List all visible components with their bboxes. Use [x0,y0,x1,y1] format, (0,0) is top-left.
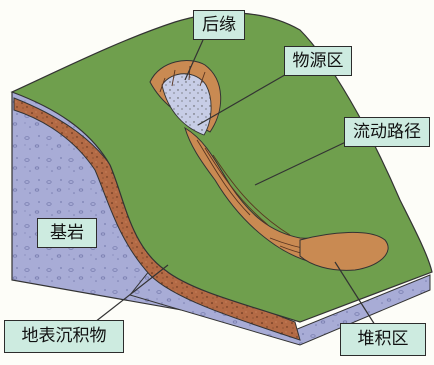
label-surface-sediment: 地表沉积物 [4,320,124,353]
label-bedrock: 基岩 [37,218,97,248]
label-scarp-crown: 后缘 [193,10,245,40]
label-flow-path: 流动路径 [344,117,430,147]
label-source-area: 物源区 [284,46,352,76]
label-deposition-zone: 堆积区 [340,323,426,356]
